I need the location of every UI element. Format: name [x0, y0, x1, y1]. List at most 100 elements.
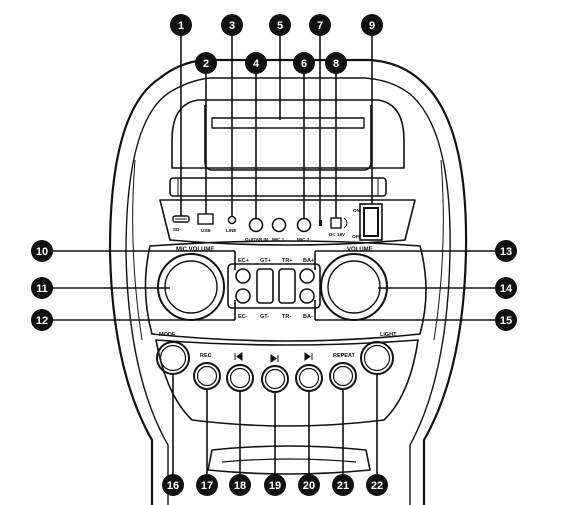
callout-17: 17 — [196, 474, 218, 496]
callout-19: 19 — [264, 474, 286, 496]
svg-text:8: 8 — [333, 58, 339, 70]
callout-13: 13 — [495, 240, 517, 262]
svg-text:20: 20 — [303, 480, 315, 492]
callout-6: 6 — [293, 52, 315, 74]
mic-volume-label: MIC VOLUME — [176, 247, 214, 253]
light-button[interactable] — [360, 341, 394, 375]
eq-section: EC+ GT+ TR+ BA+ EC- GT- TR- BA- — [227, 258, 321, 320]
svg-text:11: 11 — [36, 283, 48, 295]
svg-text:15: 15 — [500, 315, 512, 327]
handle-opening — [171, 99, 405, 169]
mic2-jack[interactable] — [296, 217, 312, 233]
svg-text:9: 9 — [369, 20, 375, 32]
svg-text:21: 21 — [337, 480, 349, 492]
mic2-label: MIC 2 — [297, 237, 310, 242]
eq-bottom-gt: GT- — [260, 314, 269, 320]
svg-text:4: 4 — [253, 58, 260, 70]
dc-polarity-icon — [343, 217, 348, 229]
callout-14: 14 — [495, 277, 517, 299]
svg-text:2: 2 — [203, 58, 209, 70]
power-switch-frame — [359, 203, 383, 241]
guitar-jack[interactable] — [248, 217, 264, 233]
top-panel — [159, 199, 416, 246]
rec-label: REC — [200, 353, 212, 359]
dc-label: DC 18V — [329, 232, 346, 237]
svg-text:14: 14 — [500, 283, 513, 295]
indicator-led — [319, 220, 322, 226]
port-row: SD USB LINE GUITAR IN MIC 1 MIC 2 DC 18V… — [172, 203, 383, 242]
svg-text:12: 12 — [36, 315, 48, 327]
gt-slider[interactable] — [256, 268, 274, 304]
callout-21: 21 — [332, 474, 354, 496]
next-track-icon — [304, 352, 313, 361]
svg-text:22: 22 — [371, 480, 383, 492]
switch-off-label: OFF — [352, 234, 361, 239]
svg-text:16: 16 — [167, 480, 179, 492]
callout-9: 9 — [361, 14, 383, 36]
callout-4: 4 — [245, 52, 267, 74]
tr-slider[interactable] — [278, 268, 296, 304]
callout-22: 22 — [366, 474, 388, 496]
callout-2: 2 — [195, 52, 217, 74]
outer-shell — [108, 58, 468, 505]
volume-knob[interactable] — [320, 253, 388, 321]
line-jack[interactable] — [227, 215, 237, 225]
svg-text:1: 1 — [178, 20, 184, 32]
inner-shell — [125, 77, 451, 505]
callout-10: 10 — [31, 240, 53, 262]
callout-16: 16 — [162, 474, 184, 496]
light-label: LIGHT — [380, 332, 397, 338]
callout-12: 12 — [31, 309, 53, 331]
repeat-label: REPEAT — [333, 353, 356, 359]
ba-minus-button[interactable] — [299, 288, 315, 304]
eq-top-ba: BA+ — [303, 258, 314, 264]
callout-11: 11 — [31, 277, 53, 299]
mic1-jack[interactable] — [271, 217, 287, 233]
lower-body — [155, 339, 419, 427]
leader-lines — [53, 33, 495, 475]
callout-8: 8 — [325, 52, 347, 74]
eq-top-gt: GT+ — [260, 258, 271, 264]
mode-button[interactable] — [156, 341, 190, 375]
callouts: 1 2 3 4 5 6 7 8 9 10 11 12 13 14 15 16 1… — [31, 14, 517, 496]
handle-top-rect — [211, 117, 365, 129]
callout-5: 5 — [269, 14, 291, 36]
line-label: LINE — [226, 228, 236, 233]
control-panel — [144, 240, 427, 342]
switch-on-label: ON — [353, 208, 361, 213]
callout-15: 15 — [495, 309, 517, 331]
mode-label: MODE — [159, 332, 176, 338]
callout-18: 18 — [229, 474, 251, 496]
ec-minus-button[interactable] — [235, 288, 251, 304]
prev-track-icon — [234, 352, 243, 361]
power-switch[interactable] — [363, 207, 379, 237]
svg-text:17: 17 — [201, 480, 213, 492]
guitar-label: GUITAR IN — [245, 237, 269, 242]
handle-bar — [204, 105, 372, 171]
callout-1: 1 — [170, 14, 192, 36]
mic-volume-knob[interactable] — [157, 253, 225, 321]
callout-20: 20 — [298, 474, 320, 496]
callout-7: 7 — [309, 14, 331, 36]
dc-jack[interactable] — [330, 217, 342, 229]
eq-frame — [227, 263, 321, 309]
volume-label: VOLUME — [347, 247, 373, 253]
bottom-grille — [207, 445, 371, 475]
svg-text:3: 3 — [229, 20, 235, 32]
callout-3: 3 — [221, 14, 243, 36]
svg-text:5: 5 — [277, 20, 283, 32]
usb-port[interactable] — [197, 213, 214, 225]
eq-top-ec: EC+ — [238, 258, 249, 264]
sd-label: SD — [173, 227, 180, 232]
svg-text:10: 10 — [36, 246, 48, 258]
svg-text:7: 7 — [317, 20, 323, 32]
ba-plus-button[interactable] — [299, 268, 315, 284]
ec-plus-button[interactable] — [235, 268, 251, 284]
eq-top-tr: TR+ — [282, 258, 293, 264]
speaker-body — [108, 58, 468, 505]
eq-bottom-ec: EC- — [238, 314, 248, 320]
svg-text:13: 13 — [500, 246, 512, 258]
play-pause-icon — [270, 354, 279, 363]
svg-text:6: 6 — [301, 58, 307, 70]
